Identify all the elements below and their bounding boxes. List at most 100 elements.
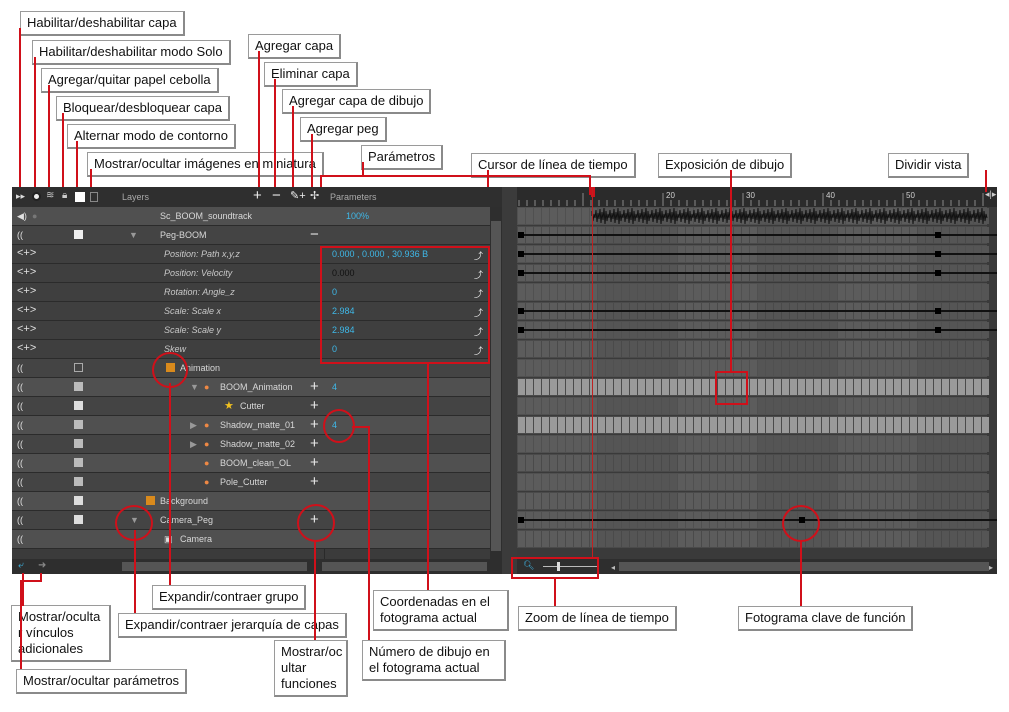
param-row[interactable]: <+> Position: Path x,y,z 0.000 , 0.000 ,… — [12, 245, 502, 264]
chevron-right-icon[interactable]: ▶ — [190, 439, 197, 449]
expand-functions-button[interactable]: + — [310, 473, 319, 490]
timeline-zoom-slider[interactable]: 🔍︎ — [523, 560, 603, 572]
enable-icon[interactable]: (( — [17, 230, 23, 240]
function-curve-icon[interactable]: ⤴ — [474, 270, 484, 280]
expand-functions-button[interactable]: + — [310, 454, 319, 471]
timeline-area[interactable]: 20 30 40 50 ▸ ◂ 🔍︎ ◂|▸ — [517, 187, 997, 574]
frame-cell — [782, 398, 789, 414]
expand-functions-button[interactable]: + — [310, 416, 319, 433]
frame-cell — [534, 417, 541, 433]
frame-cell — [854, 341, 861, 357]
expand-functions-button[interactable]: + — [310, 397, 319, 414]
function-curve-icon[interactable]: ⤴ — [474, 327, 484, 337]
enable-icon[interactable]: (( — [17, 439, 23, 449]
expand-functions-button[interactable]: + — [310, 435, 319, 452]
frame-cell — [662, 341, 669, 357]
param-row[interactable]: <+> Skew 0 ⤴ — [12, 340, 502, 359]
enable-icon[interactable]: (( — [17, 477, 23, 487]
param-value[interactable]: 2.984 — [332, 325, 355, 335]
enable-icon[interactable]: (( — [17, 401, 23, 411]
frame-cell — [566, 417, 573, 433]
frame-cell — [654, 493, 661, 509]
outline-mode-icon[interactable] — [75, 192, 85, 202]
function-curve-icon[interactable]: ⤴ — [474, 346, 484, 356]
delete-layer-button[interactable]: − — [272, 187, 281, 204]
params-hscroll[interactable] — [322, 562, 487, 571]
frame-cell — [558, 417, 565, 433]
move-icon[interactable]: <+> — [17, 266, 37, 278]
layer-row-shadow-matte-02[interactable]: (( ▶ ● Shadow_matte_02 + — [12, 435, 502, 454]
frame-cell — [534, 531, 541, 547]
frame-cell — [950, 474, 957, 490]
lock-icon[interactable]: 🔒︎ — [62, 190, 68, 201]
add-drawing-layer-button[interactable]: ✎+ — [290, 190, 306, 202]
onion-skin-icon[interactable]: ≋ — [46, 190, 55, 201]
thumbnail-icon[interactable] — [90, 192, 98, 202]
param-row[interactable]: <+> Position: Velocity 0.000 ⤴ — [12, 264, 502, 283]
layer-row-pole-cutter[interactable]: (( ● Pole_Cutter + — [12, 473, 502, 492]
enable-icon[interactable]: (( — [17, 420, 23, 430]
move-icon[interactable]: <+> — [17, 285, 37, 297]
chevron-down-icon[interactable]: ▼ — [129, 230, 138, 240]
callout-onion-skin: Agregar/quitar papel cebolla — [41, 68, 219, 93]
enable-icon[interactable]: (( — [17, 534, 23, 544]
keyframe-marker — [935, 251, 941, 257]
layer-row-cutter[interactable]: (( ★ Cutter + — [12, 397, 502, 416]
enable-icon[interactable]: (( — [17, 363, 23, 373]
show-links-icon[interactable]: ⤶ — [18, 560, 24, 571]
param-value[interactable]: 0 — [332, 287, 338, 297]
split-view-handle[interactable]: ◂|▸ — [985, 189, 997, 199]
frame-cell — [846, 379, 853, 395]
chevron-right-icon[interactable]: ▶ — [190, 420, 197, 430]
frame-cell — [534, 341, 541, 357]
enable-icon[interactable]: (( — [17, 382, 23, 392]
leader-line — [985, 170, 987, 192]
param-row[interactable]: <+> Scale: Scale x 2.984 ⤴ — [12, 302, 502, 321]
layer-row-boom-clean-ol[interactable]: (( ● BOOM_clean_OL + — [12, 454, 502, 473]
frame-cell — [646, 341, 653, 357]
param-value[interactable]: 0.000 , 0.000 , 30.936 B — [332, 249, 429, 259]
frame-cell — [782, 474, 789, 490]
collapse-functions-button[interactable]: − — [310, 226, 319, 243]
param-value[interactable]: 0.000 — [332, 268, 355, 278]
frame-cell — [574, 379, 581, 395]
layer-row-soundtrack[interactable]: ◀) ● Sc_BOOM_soundtrack 100% — [12, 207, 502, 226]
callout-timeline-zoom: Zoom de línea de tiempo — [518, 606, 677, 631]
function-curve-icon[interactable]: ⤴ — [474, 289, 484, 299]
layer-scrollbar[interactable] — [490, 207, 502, 562]
frame-cell — [758, 379, 765, 395]
solo-mode-icon[interactable] — [32, 192, 41, 201]
enable-icon[interactable]: (( — [17, 458, 23, 468]
frame-cell — [942, 379, 949, 395]
enable-icon[interactable]: (( — [17, 496, 23, 506]
solo-dot-icon[interactable]: ● — [32, 211, 38, 221]
frame-cell — [710, 398, 717, 414]
enable-layer-icon[interactable]: ▸▸ — [16, 191, 26, 201]
timeline-cursor-handle[interactable] — [591, 187, 595, 197]
function-curve-icon[interactable]: ⤴ — [474, 308, 484, 318]
add-peg-button[interactable]: ✢ — [310, 190, 320, 202]
zoom-handle[interactable] — [557, 562, 560, 571]
param-row[interactable]: <+> Rotation: Angle_z 0 ⤴ — [12, 283, 502, 302]
add-layer-button[interactable]: + — [253, 187, 262, 204]
param-value[interactable]: 2.984 — [332, 306, 355, 316]
function-curve-icon[interactable]: ⤴ — [474, 251, 484, 261]
expand-functions-button[interactable]: + — [310, 378, 319, 395]
frame-cell — [846, 531, 853, 547]
frame-cell — [958, 474, 965, 490]
move-icon[interactable]: <+> — [17, 304, 37, 316]
chevron-down-icon[interactable]: ▼ — [190, 382, 199, 392]
frame-cell — [846, 436, 853, 452]
layers-hscroll[interactable] — [122, 562, 307, 571]
leader-line — [320, 175, 488, 177]
scrollbar-thumb[interactable] — [491, 221, 501, 551]
move-icon[interactable]: <+> — [17, 247, 37, 259]
param-row[interactable]: <+> Scale: Scale y 2.984 ⤴ — [12, 321, 502, 340]
show-params-icon[interactable]: ➜ — [38, 560, 47, 571]
param-value[interactable]: 0 — [332, 344, 338, 354]
move-icon[interactable]: <+> — [17, 342, 37, 354]
enable-icon[interactable]: (( — [17, 515, 23, 525]
layer-row-boom-animation[interactable]: (( ▼ ● BOOM_Animation + 4 — [12, 378, 502, 397]
layer-row-peg-boom[interactable]: (( ▼ Peg-BOOM − — [12, 226, 502, 245]
move-icon[interactable]: <+> — [17, 323, 37, 335]
